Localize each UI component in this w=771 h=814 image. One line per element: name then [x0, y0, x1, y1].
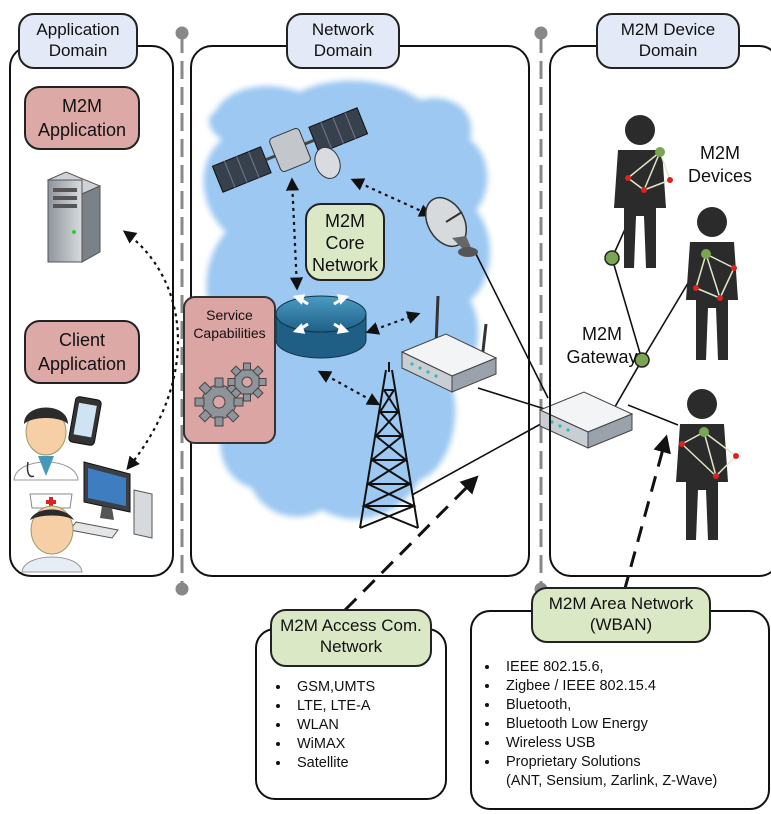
list-item: WiMAX: [291, 735, 375, 754]
application-domain-tag: Application Domain: [18, 13, 138, 69]
device-domain-tag: M2M Device Domain: [596, 13, 740, 69]
list-item: Wireless USB: [500, 734, 717, 753]
nurse-icon: [21, 493, 83, 573]
cell-tower-icon: [359, 362, 419, 529]
list-item: LTE, LTE-A: [291, 697, 375, 716]
router-icon: [275, 294, 367, 359]
wifi-router-icon: [400, 295, 498, 393]
gateway-label: M2M Gateway: [566, 324, 638, 367]
link-lines: [411, 151, 707, 496]
device-domain-panel: [549, 45, 771, 577]
list-item: Proprietary Solutions: [500, 753, 717, 772]
core-network-tag: M2M Core Network: [305, 203, 385, 281]
list-item: IEEE 802.15.6,: [500, 658, 717, 677]
network-domain-tag: Network Domain: [286, 13, 400, 69]
list-item: GSM,UMTS: [291, 678, 375, 697]
satellite-icon: [211, 107, 369, 193]
person-icon: [686, 207, 738, 360]
list-item: Satellite: [291, 754, 375, 773]
server-icon: [46, 171, 102, 263]
list-item: WLAN: [291, 716, 375, 735]
service-capabilities-label: Service Capabilities: [193, 307, 266, 341]
access-network-list: GSM,UMTS LTE, LTE-A WLAN WiMAX Satellite: [269, 678, 375, 773]
area-network-list: IEEE 802.15.6, Zigbee / IEEE 802.15.4 Bl…: [478, 658, 717, 791]
smartphone-icon: [68, 396, 102, 446]
gear-icon: [194, 362, 267, 427]
doctor-icon: [13, 407, 79, 481]
list-item: Bluetooth Low Energy: [500, 715, 717, 734]
dotted-arrows: [122, 177, 433, 471]
m2m-application-tag: M2M Application: [24, 86, 140, 150]
computer-icon: [69, 461, 153, 539]
access-network-tag: M2M Access Com. Network: [270, 609, 432, 667]
list-item: Zigbee / IEEE 802.15.4: [500, 677, 717, 696]
network-nodes: [604, 250, 650, 368]
devices-label: M2M Devices: [687, 143, 753, 186]
person-icon: [676, 389, 739, 540]
dish-antenna-icon: [424, 197, 478, 257]
list-item: (ANT, Sensium, Zarlink, Z-Wave): [506, 773, 718, 789]
client-application-tag: Client Application: [24, 320, 140, 384]
area-network-tag: M2M Area Network (WBAN): [531, 587, 711, 643]
area-network-box: IEEE 802.15.6, Zigbee / IEEE 802.15.4 Bl…: [470, 610, 770, 810]
person-icon: [614, 115, 673, 268]
dashed-arrows: [343, 434, 671, 612]
service-capabilities-box: Service Capabilities: [183, 296, 276, 444]
list-item: Bluetooth,: [500, 696, 717, 715]
gateway-icon: [538, 391, 634, 449]
